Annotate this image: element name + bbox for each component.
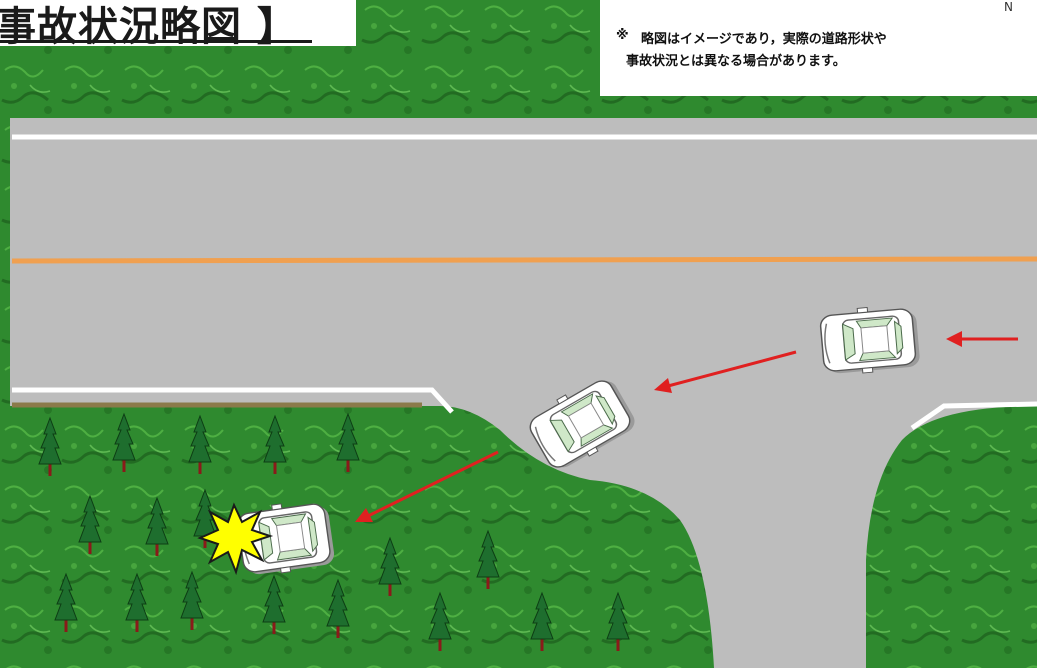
diagram-title: 事故状況略図 】 bbox=[0, 4, 298, 50]
notice-mark: ※ bbox=[616, 28, 629, 43]
road-surface bbox=[10, 118, 1037, 668]
title-underline bbox=[0, 40, 312, 43]
south-west-edge-line bbox=[12, 387, 454, 414]
arrow-3 bbox=[355, 450, 499, 522]
car-approaching bbox=[818, 302, 922, 378]
arrow-2 bbox=[654, 350, 797, 393]
notice-line-1: 略図はイメージであり，実際の道路形状や bbox=[641, 32, 887, 47]
notice-line-2: 事故状況とは異なる場合があります。 bbox=[626, 54, 846, 69]
notice-box: ※ 略図はイメージであり，実際の道路形状や 事故状況とは異なる場合があります。 bbox=[600, 0, 1037, 96]
arrow-1 bbox=[946, 331, 1018, 347]
center-line bbox=[11, 256, 1037, 264]
compass-north-label: N bbox=[1004, 0, 1013, 14]
collision-star bbox=[197, 502, 274, 576]
trajectory-arrows bbox=[355, 331, 1018, 522]
south-east-edge-line bbox=[910, 401, 1037, 431]
title-box: 事故状況略図 】 bbox=[0, 0, 356, 50]
